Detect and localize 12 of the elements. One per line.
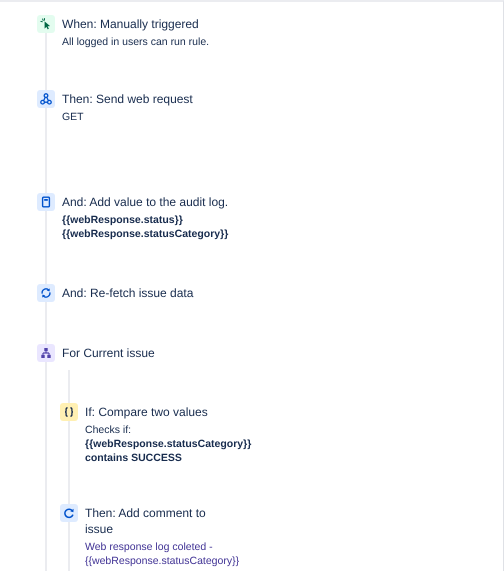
- request-method: GET: [62, 110, 85, 124]
- step-title: When: Manually triggered: [62, 16, 200, 32]
- step-title: If: Compare two values: [85, 404, 209, 420]
- step-title: Then: Send web request: [62, 91, 194, 107]
- log-value: {{webResponse.status}} {{webResponse.statusCategory}}: [62, 213, 230, 241]
- condition-text: Checks if: {{webResponse.statusCategory}} contains SUCCESS: [85, 423, 251, 465]
- step-title: For Current issue: [62, 345, 156, 361]
- step-title: And: Re-fetch issue data: [62, 285, 194, 301]
- step-title: And: Add value to the audit log.: [62, 194, 230, 210]
- comment-text: Web response log coleted - {{webResponse.statusCategory}}: [85, 540, 240, 568]
- step-description: All logged in users can run rule.: [62, 35, 210, 49]
- step-title: Then: Add comment to issue: [85, 505, 207, 537]
